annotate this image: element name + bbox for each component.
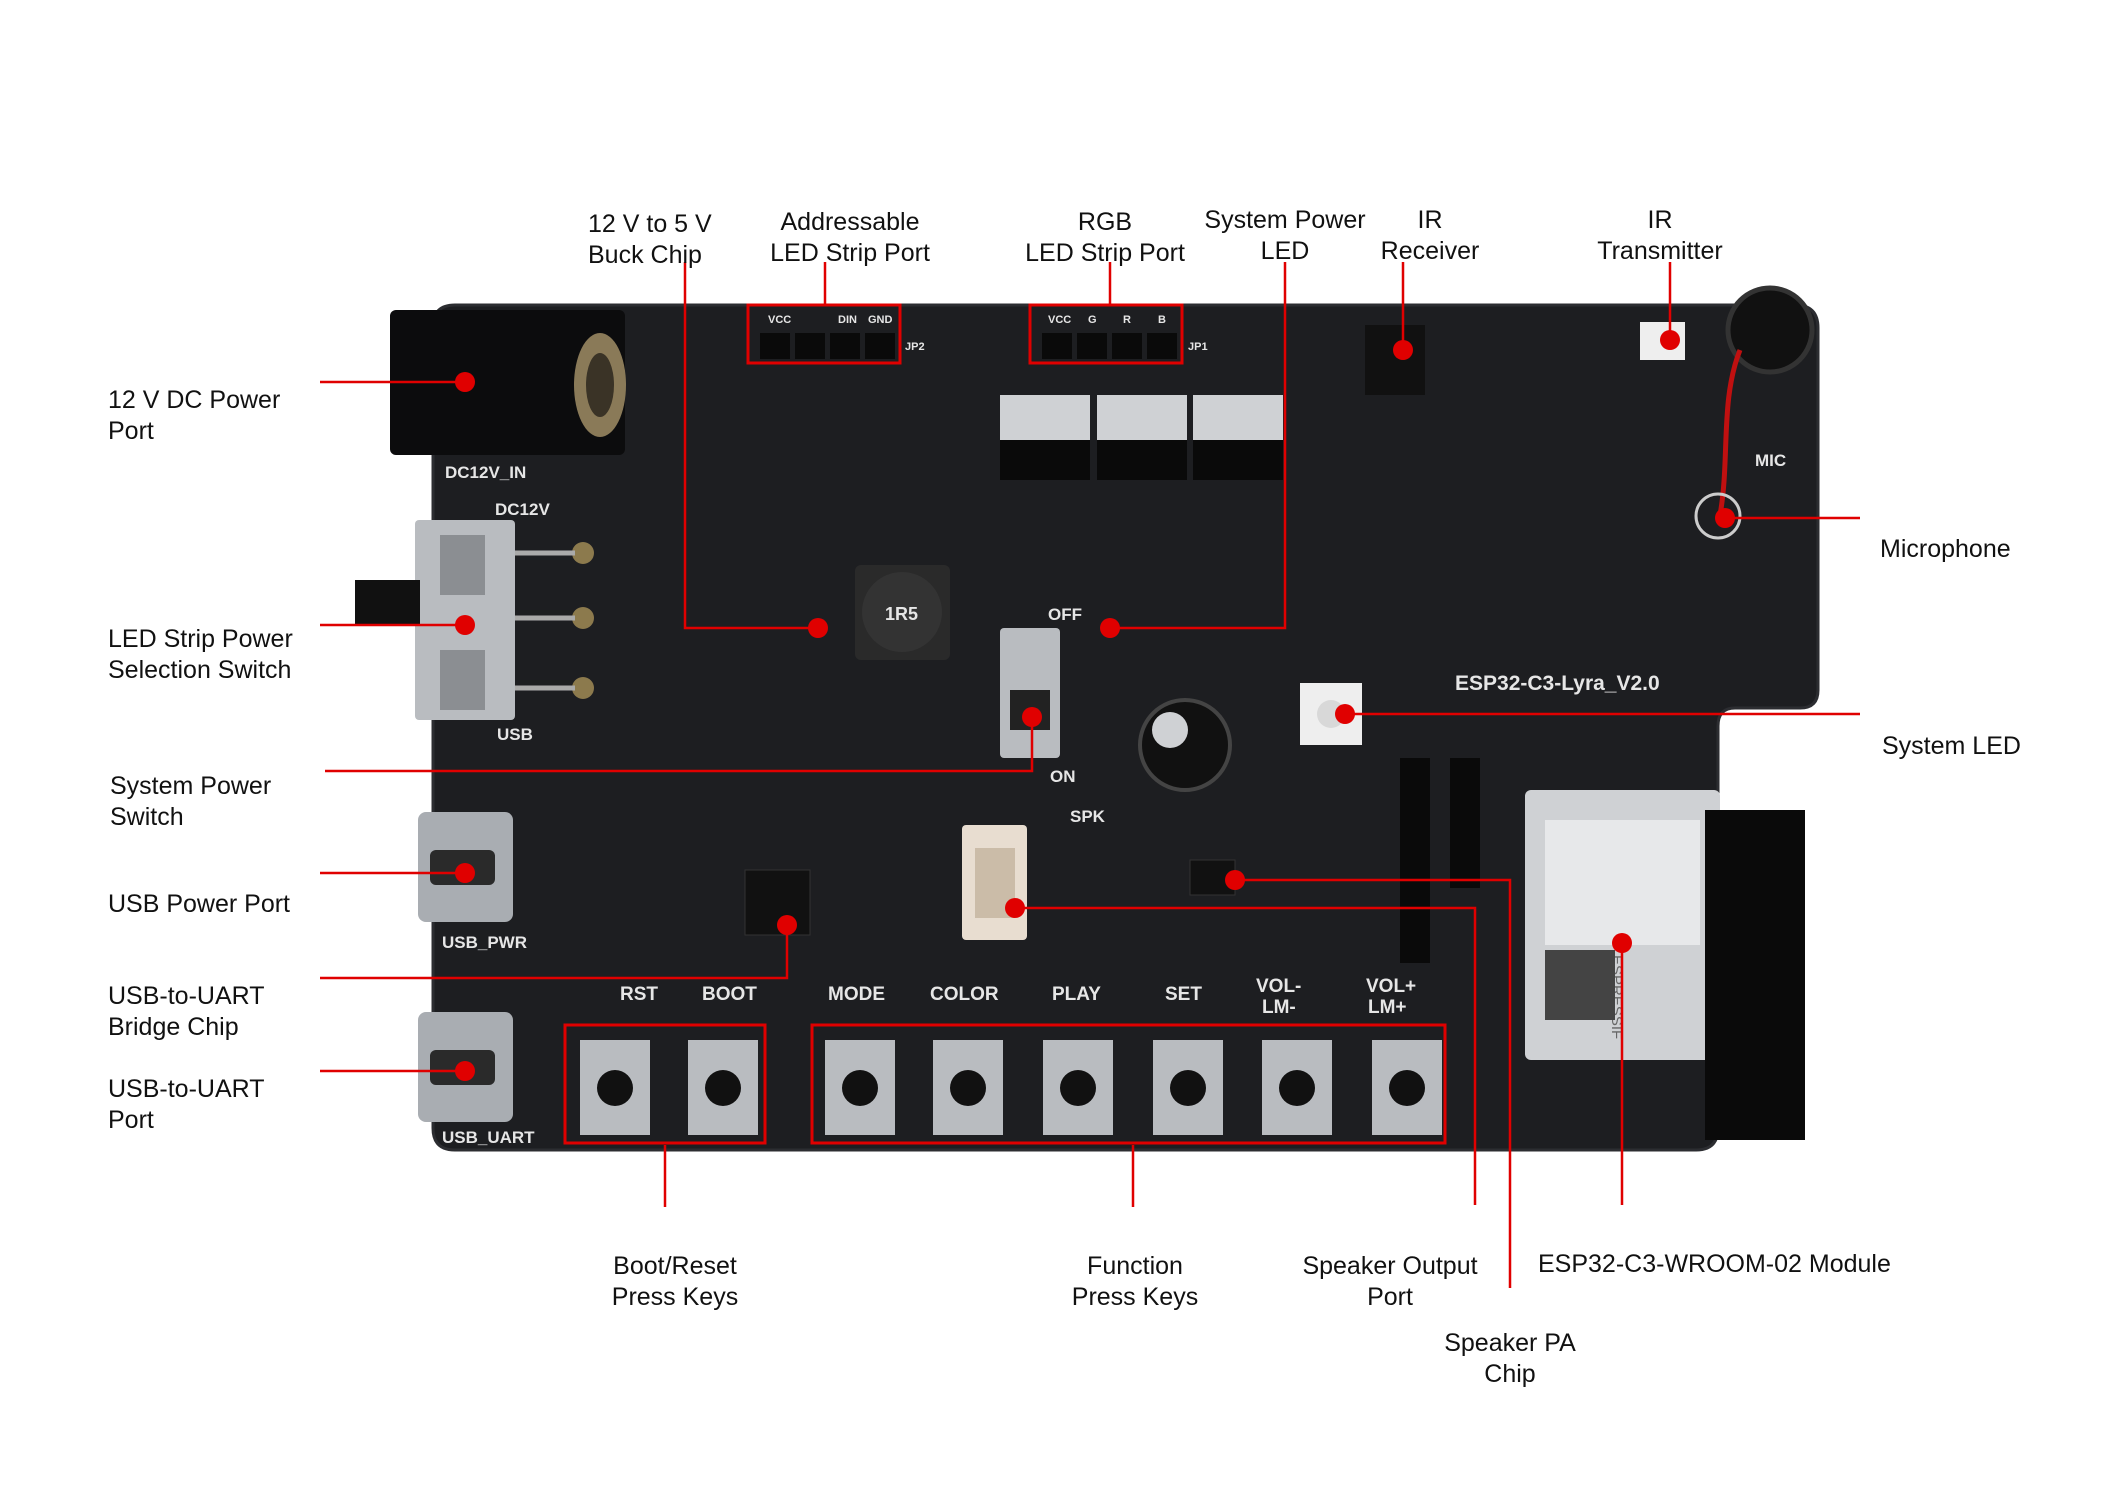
svg-text:VOL+: VOL+ <box>1366 976 1416 997</box>
svg-text:DIN: DIN <box>838 314 857 326</box>
pcb-board <box>431 303 1820 1152</box>
svg-text:LM-: LM- <box>1262 997 1296 1018</box>
label-module: ESP32-C3-WROOM-02 Module <box>1538 1250 1891 1278</box>
label-system-led: System LED <box>1882 732 2021 760</box>
svg-text:MIC: MIC <box>1755 451 1786 470</box>
svg-text:BOOT: BOOT <box>702 984 757 1005</box>
svg-text:LM+: LM+ <box>1368 997 1407 1018</box>
svg-text:VCC: VCC <box>768 314 791 326</box>
svg-text:JP2: JP2 <box>905 341 925 353</box>
svg-text:COLOR: COLOR <box>930 984 999 1005</box>
svg-text:SPK: SPK <box>1070 807 1106 826</box>
svg-text:PLAY: PLAY <box>1052 984 1101 1005</box>
microphone-capsule <box>1725 285 1815 375</box>
silk-board-name: ESP32-C3-Lyra_V2.0 <box>1455 672 1660 695</box>
svg-text:SET: SET <box>1165 984 1202 1005</box>
label-usb-power-port: USB Power Port <box>108 890 291 918</box>
svg-text:B: B <box>1158 314 1166 326</box>
rgb-led-header <box>1028 303 1184 365</box>
svg-text:VOL-: VOL- <box>1256 976 1301 997</box>
svg-text:1R5: 1R5 <box>885 604 918 624</box>
electrolytic-capacitor <box>1138 698 1232 792</box>
svg-text:R: R <box>1123 314 1131 326</box>
dc-jack <box>390 310 625 455</box>
svg-text:VCC: VCC <box>1048 314 1071 326</box>
svg-text:OFF: OFF <box>1048 605 1082 624</box>
silk-usb: USB <box>497 725 533 744</box>
svg-text:MODE: MODE <box>828 984 885 1005</box>
silk-usb-pwr: USB_PWR <box>442 933 527 952</box>
label-microphone: Microphone <box>1880 535 2011 563</box>
function-keys-outline <box>810 1023 1447 1145</box>
silk-dc12v: DC12V <box>495 500 550 519</box>
silk-dc-in: DC12V_IN <box>445 463 526 482</box>
ir-receiver <box>1365 325 1425 395</box>
boot-reset-keys-outline <box>563 1023 767 1145</box>
svg-text:GND: GND <box>868 314 893 326</box>
callout-lines <box>320 262 1860 1288</box>
svg-text:G: G <box>1088 314 1097 326</box>
svg-text:RST: RST <box>620 984 658 1005</box>
svg-text:JP1: JP1 <box>1188 341 1208 353</box>
callout-dots <box>455 330 1735 1081</box>
silk-usb-uart: USB_UART <box>442 1128 535 1147</box>
svg-text:ON: ON <box>1050 767 1076 786</box>
